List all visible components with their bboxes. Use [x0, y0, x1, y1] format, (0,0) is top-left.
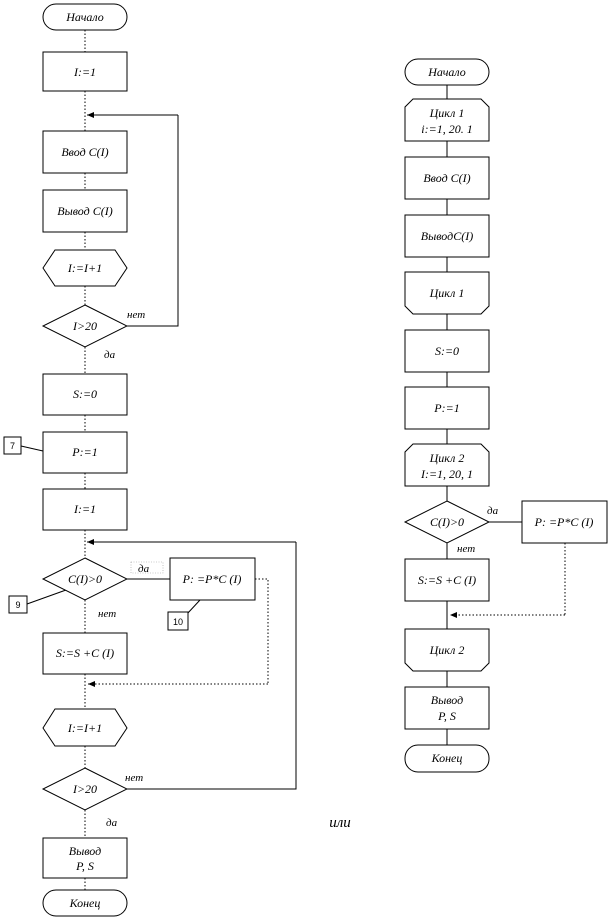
left-p-init-box	[42, 431, 128, 474]
left-inc-i2-label: I:=I+1	[67, 721, 102, 735]
right-cond-c-diamond	[403, 500, 491, 544]
left-init-i2-box	[42, 488, 128, 531]
left-output-line2: P, S	[75, 859, 94, 873]
left-cond-i-diamond	[41, 304, 129, 348]
right-output-c-box	[404, 214, 490, 258]
right-loop2-end	[404, 628, 490, 672]
right-loop1-end	[404, 271, 490, 315]
right-output-line1: Вывод	[431, 693, 463, 707]
right-p-init-label: P:=1	[433, 401, 459, 415]
left-s-init-label: S:=0	[73, 387, 97, 401]
callout-10-label: 10	[173, 617, 183, 627]
right-s-init-box	[404, 329, 490, 373]
left-yes3-label: да	[106, 817, 118, 829]
right-loop1-line2: i:=1, 20. 1	[421, 122, 472, 136]
right-loop2-start	[404, 443, 490, 487]
left-p-init-label: P:=1	[71, 445, 97, 459]
left-inc-i-hexagon	[42, 249, 128, 287]
right-loop2-line1: Цикл 2	[429, 451, 465, 465]
left-no2-label: нет	[98, 608, 116, 620]
right-output-box	[404, 686, 490, 730]
right-loop1-end-label: Цикл 1	[429, 286, 465, 300]
left-yes-label: да	[104, 349, 116, 361]
left-input-label: Ввод C(I)	[61, 145, 108, 159]
right-end-label: Конец	[431, 751, 463, 765]
callout-10-box	[167, 611, 189, 631]
left-s-sum-label: S:=S +C (I)	[56, 646, 114, 660]
right-s-sum-label: S:=S +C (I)	[418, 573, 476, 587]
left-output-c-label: Вывод C(I)	[57, 204, 112, 218]
right-p-mult-box	[521, 500, 608, 544]
right-cond-c-label: C(I)>0	[430, 515, 464, 529]
right-loop1-line1: Цикл 1	[429, 106, 465, 120]
left-start-label: Начало	[65, 10, 104, 24]
right-start-label: Начало	[427, 65, 466, 79]
right-input-box	[404, 156, 490, 200]
right-start-terminal	[404, 58, 490, 86]
left-p-mult-label: P: =P*C (I)	[182, 572, 242, 586]
right-p-mult-label: P: =P*C (I)	[534, 515, 594, 529]
left-cond-c-diamond	[41, 557, 129, 601]
left-end-label: Конец	[69, 896, 101, 910]
left-output-box	[42, 837, 128, 879]
left-cond-c-label: C(I)>0	[68, 572, 102, 586]
right-loop2-line2: I:=1, 20, 1	[420, 467, 473, 481]
left-cond-i2-diamond	[41, 767, 129, 811]
left-p-mult-box	[169, 557, 256, 601]
callout-9-label: 9	[15, 600, 20, 610]
right-s-init-label: S:=0	[435, 344, 459, 358]
right-input-label: Ввод C(I)	[423, 171, 470, 185]
right-end-terminal	[404, 744, 490, 773]
callout-9-box	[8, 595, 28, 614]
left-inc-i2-hexagon	[42, 708, 128, 747]
left-s-init-box	[42, 373, 128, 416]
left-end-terminal	[42, 889, 128, 917]
left-init-i-label: I:=1	[73, 65, 96, 79]
left-output-line1: Вывод	[69, 844, 101, 858]
left-s-sum-box	[42, 632, 128, 675]
callout-7-label: 7	[10, 441, 15, 451]
left-input-box	[42, 130, 128, 174]
right-p-init-box	[404, 386, 490, 430]
right-no-label: нет	[457, 543, 475, 555]
right-loop2-end-label: Цикл 2	[429, 643, 465, 657]
left-init-i-box	[42, 51, 128, 92]
right-s-sum-box	[404, 558, 490, 602]
right-output-c-label: ВыводC(I)	[421, 229, 473, 243]
or-label: или	[329, 815, 351, 831]
right-loop1-start	[404, 98, 490, 142]
left-yes2-label: да	[138, 563, 150, 575]
left-no-label: нет	[127, 309, 145, 321]
left-cond-i2-label: I>20	[72, 782, 97, 796]
left-output-c-box	[42, 189, 128, 233]
left-start-terminal	[42, 3, 128, 31]
left-init-i2-label: I:=1	[73, 502, 96, 516]
callout-7-box	[3, 436, 22, 455]
left-inc-i-label: I:=I+1	[67, 261, 102, 275]
right-output-line2: P, S	[437, 709, 456, 723]
right-yes-label: да	[487, 505, 499, 517]
left-cond-i-label: I>20	[72, 319, 97, 333]
left-no3-label: нет	[125, 772, 143, 784]
